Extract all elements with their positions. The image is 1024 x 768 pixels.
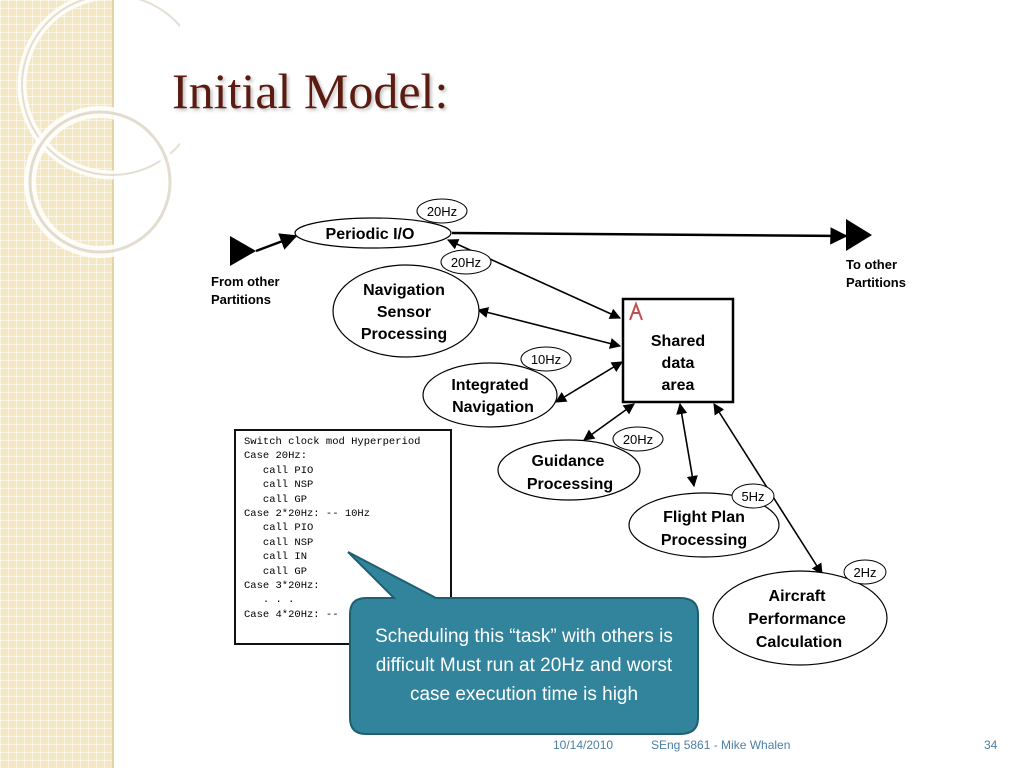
input-arrow — [255, 233, 298, 253]
integrated-nav-rate-badge — [520, 346, 572, 372]
code-line: call GP — [244, 493, 308, 506]
periodic-io-node — [294, 217, 452, 249]
shared-data-line2: data — [662, 355, 695, 372]
callout-text: Scheduling this “task” with others is di… — [375, 625, 673, 705]
anchor-icon — [629, 301, 643, 321]
integrated-nav-node — [422, 362, 558, 428]
footer-center: SEng 5861 - Mike Whalen — [651, 738, 791, 752]
periodic-io-rate-badge — [416, 198, 468, 224]
code-line: call PIO — [244, 522, 314, 535]
guidance-rate-badge — [612, 426, 664, 452]
aircraft-perf-line1: Aircraft — [769, 588, 827, 605]
output-arrow — [451, 227, 848, 245]
code-line: call NSP — [244, 536, 314, 549]
flight-plan-node — [628, 492, 780, 558]
guidance-rate: 20Hz — [623, 432, 653, 447]
page-number: 34 — [984, 738, 998, 752]
shared-data-line3: area — [662, 377, 695, 394]
footer-date: 10/14/2010 — [553, 738, 614, 752]
input-triangle — [230, 236, 256, 266]
code-line: Case 20Hz: — [244, 450, 308, 463]
code-line: . . . — [244, 594, 295, 607]
guidance-node — [497, 439, 641, 501]
to-partitions-line1: To other — [846, 257, 897, 272]
aircraft-perf-line3: Calculation — [756, 634, 842, 651]
flight-plan-rate-badge — [731, 483, 775, 509]
from-partitions-line1: From other — [211, 274, 280, 289]
code-line: call IN — [244, 551, 308, 564]
slide-title: Initial Model: — [172, 63, 449, 119]
nav-sensor-node — [332, 264, 480, 358]
code-line: call PIO — [244, 464, 314, 477]
arrow-in-shared — [555, 361, 623, 403]
code-line: Case 3*20Hz: — [244, 580, 320, 593]
integrated-nav-line2: Navigation — [452, 399, 534, 416]
shared-data-line1: Shared — [651, 333, 705, 350]
nav-sensor-line2: Sensor — [377, 304, 431, 321]
integrated-nav-rate: 10Hz — [531, 352, 561, 367]
aircraft-perf-rate: 2Hz — [853, 565, 876, 580]
nav-sensor-line3: Processing — [361, 326, 447, 343]
code-line: Case 4*20Hz: -- — [244, 608, 339, 621]
nav-sensor-rate-badge — [440, 249, 492, 275]
periodic-io-label: Periodic I/O — [326, 226, 415, 243]
arrow-fpp-shared — [676, 402, 698, 488]
guidance-line2: Processing — [527, 476, 613, 493]
decorative-rings — [17, 0, 180, 258]
aircraft-perf-line2: Performance — [748, 611, 846, 628]
integrated-nav-line1: Integrated — [451, 377, 528, 394]
to-partitions-line2: Partitions — [846, 275, 906, 290]
flight-plan-line2: Processing — [661, 532, 747, 549]
flight-plan-rate: 5Hz — [741, 489, 764, 504]
code-line: call NSP — [244, 479, 314, 492]
guidance-line1: Guidance — [532, 453, 605, 470]
aircraft-perf-rate-badge — [843, 559, 887, 585]
aircraft-perf-node — [712, 570, 888, 666]
nav-sensor-line1: Navigation — [363, 282, 445, 299]
from-partitions-line2: Partitions — [211, 292, 271, 307]
callout-bubble — [347, 551, 699, 735]
flight-plan-line1: Flight Plan — [663, 509, 745, 526]
code-line: Switch clock mod Hyperperiod — [244, 436, 421, 448]
arrow-gp-shared — [583, 403, 635, 441]
output-triangle — [846, 219, 872, 251]
periodic-io-rate: 20Hz — [427, 204, 457, 219]
code-line: Case 2*20Hz: -- 10Hz — [244, 508, 371, 521]
nav-sensor-rate: 20Hz — [451, 255, 481, 270]
code-line: call GP — [244, 565, 308, 578]
arrow-nsp-shared — [476, 307, 622, 349]
